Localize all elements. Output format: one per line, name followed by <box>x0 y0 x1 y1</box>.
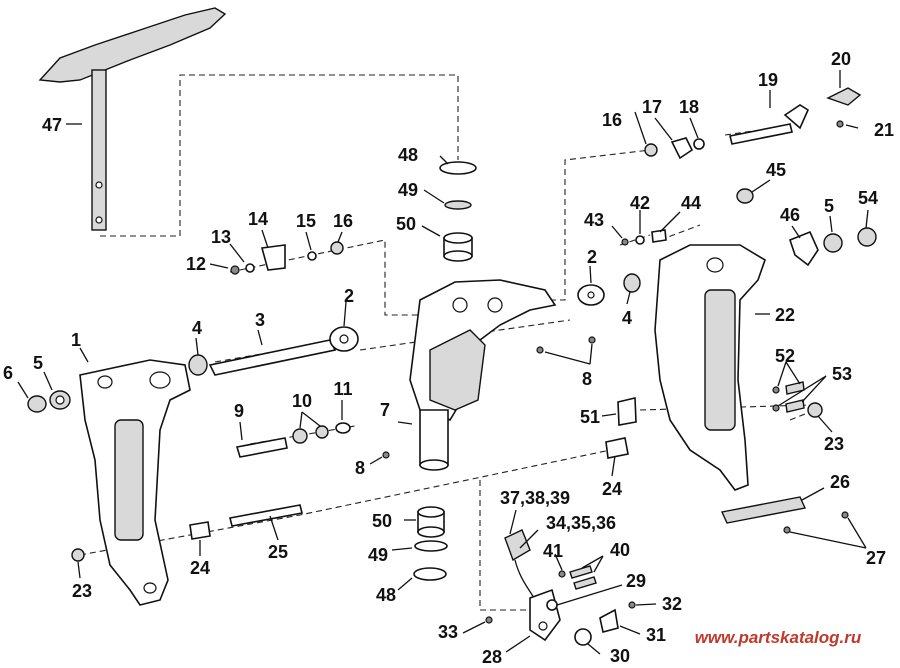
callout-43: 43 <box>584 210 604 230</box>
nut-washer-left-parts <box>27 390 71 413</box>
callout-29: 29 <box>626 571 646 591</box>
leader-lines <box>17 70 869 655</box>
callout-2-upper: 2 <box>344 286 354 306</box>
callout-31: 31 <box>646 625 666 645</box>
callout-40: 40 <box>610 540 630 560</box>
callout-21: 21 <box>874 120 894 140</box>
callout-25: 25 <box>268 542 288 562</box>
callout-3: 3 <box>255 310 265 330</box>
callout-8-right: 8 <box>582 369 592 389</box>
callout-15: 15 <box>296 211 316 231</box>
callout-1: 1 <box>71 330 81 350</box>
callout-labels: 1 2 2 3 4 4 5 5 6 7 8 8 9 10 11 12 13 14… <box>3 49 894 667</box>
anode-parts <box>720 496 849 534</box>
callout-16-right: 16 <box>602 110 622 130</box>
callout-4-left: 4 <box>192 318 202 338</box>
callout-5-right: 5 <box>824 196 834 216</box>
callout-49-upper: 49 <box>398 180 418 200</box>
pin-parts <box>235 422 390 459</box>
callout-49-lower: 49 <box>368 545 388 565</box>
callout-4-right: 4 <box>622 308 632 328</box>
callout-11: 11 <box>333 379 352 399</box>
callout-13: 13 <box>211 227 231 247</box>
callout-26: 26 <box>830 472 850 492</box>
tilt-lever-part <box>38 7 227 231</box>
callout-47: 47 <box>42 115 62 135</box>
callout-27: 27 <box>866 548 886 568</box>
callout-17: 17 <box>642 97 662 117</box>
callout-44: 44 <box>681 193 701 213</box>
callout-18: 18 <box>679 97 699 117</box>
swivel-bracket-part <box>409 279 557 471</box>
callout-51: 51 <box>580 407 600 427</box>
right-clamp-bracket-part <box>654 244 766 491</box>
callout-6: 6 <box>3 363 13 383</box>
left-clamp-bracket-part <box>79 359 191 606</box>
callout-50-lower: 50 <box>372 511 392 531</box>
callout-52: 52 <box>775 346 795 366</box>
callout-41: 41 <box>543 541 563 561</box>
lower-tube-parts <box>71 504 303 562</box>
tilt-lock-parts <box>644 87 862 160</box>
lower-bushing-stack <box>413 506 448 581</box>
callout-7: 7 <box>380 400 390 420</box>
callout-33: 33 <box>438 622 458 642</box>
callout-2-right: 2 <box>587 247 597 267</box>
callout-19: 19 <box>758 70 778 90</box>
callout-48-lower: 48 <box>376 585 396 605</box>
watermark: www.partskatalog.ru <box>695 628 862 647</box>
callout-28: 28 <box>482 647 502 667</box>
callout-12: 12 <box>186 254 206 274</box>
callout-8-left: 8 <box>355 458 365 478</box>
callout-53: 53 <box>832 364 852 384</box>
callout-48-upper: 48 <box>398 145 418 165</box>
right-lower-parts <box>605 381 823 459</box>
callout-16-left: 16 <box>333 211 353 231</box>
callout-42: 42 <box>630 193 650 213</box>
callout-46: 46 <box>780 205 800 225</box>
callout-23-right: 23 <box>824 434 844 454</box>
callout-37-38-39: 37,38,39 <box>500 488 570 508</box>
callout-34-35-36: 34,35,36 <box>546 513 616 533</box>
callout-50-upper: 50 <box>396 214 416 234</box>
callout-24-right: 24 <box>602 479 622 499</box>
callout-10: 10 <box>292 391 312 411</box>
callout-23-left: 23 <box>72 581 92 601</box>
callout-14: 14 <box>248 209 268 229</box>
right-washer-bushing <box>536 273 641 354</box>
right-upper-small-parts <box>621 188 877 267</box>
tilt-tube-parts <box>188 326 359 376</box>
callout-45: 45 <box>766 160 786 180</box>
callout-22: 22 <box>775 305 795 325</box>
callout-30: 30 <box>610 646 630 666</box>
callout-5-left: 5 <box>33 353 43 373</box>
callout-24-left: 24 <box>190 558 210 578</box>
upper-bushing-stack <box>439 161 477 262</box>
callout-32: 32 <box>662 594 682 614</box>
small-fastener-parts <box>230 241 344 275</box>
callout-20: 20 <box>831 49 851 69</box>
callout-9: 9 <box>234 401 244 421</box>
callout-54: 54 <box>858 188 878 208</box>
